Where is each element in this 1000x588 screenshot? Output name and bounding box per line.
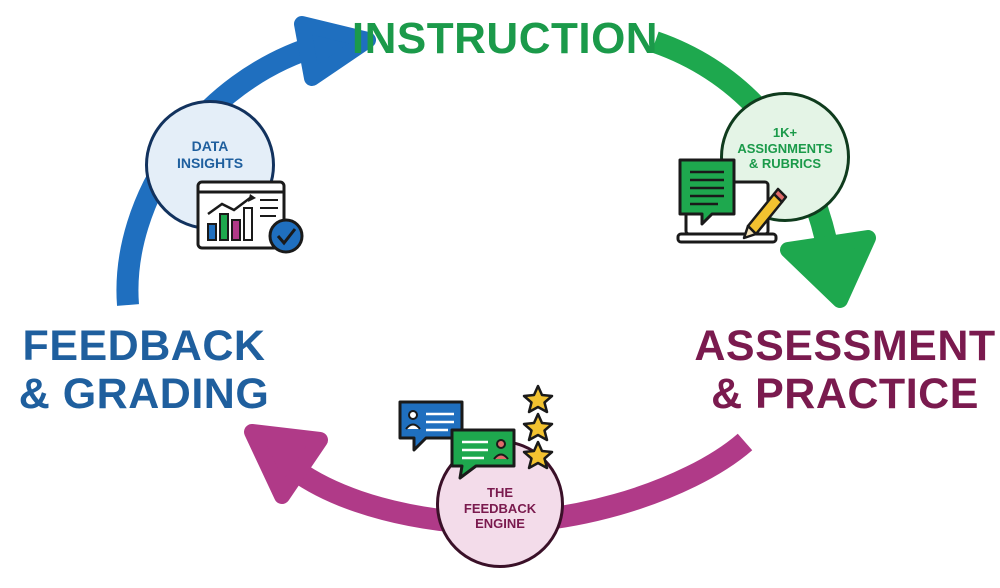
assignments-line3: & RUBRICS bbox=[748, 156, 822, 172]
stage-assessment-line2: & PRACTICE bbox=[711, 370, 979, 419]
pencil-icon bbox=[742, 187, 788, 240]
chart-dashboard-icon bbox=[196, 180, 304, 254]
laptop-document-icon bbox=[676, 158, 788, 244]
data-insights-line1: DATA bbox=[191, 138, 229, 154]
stage-instruction-text: INSTRUCTION bbox=[351, 14, 659, 63]
stage-instruction-label: INSTRUCTION bbox=[350, 14, 660, 63]
chat-bubbles-icon bbox=[398, 400, 516, 480]
stage-assessment-label: ASSESSMENT & PRACTICE bbox=[690, 322, 1000, 418]
stage-assessment-line1: ASSESSMENT bbox=[694, 322, 996, 370]
stage-feedback-line2: & GRADING bbox=[18, 370, 270, 419]
stage-feedback-label: FEEDBACK & GRADING bbox=[8, 322, 280, 418]
assignments-bubble: 1K+ ASSIGNMENTS & RUBRICS bbox=[720, 92, 850, 222]
data-insights-line2: INSIGHTS bbox=[176, 154, 244, 171]
feedback-engine-line2: FEEDBACK bbox=[463, 500, 537, 516]
feedback-engine-line1: THE bbox=[487, 485, 513, 500]
assignments-line1: 1K+ bbox=[772, 125, 798, 140]
stage-feedback-line1: FEEDBACK bbox=[22, 322, 266, 370]
checkmark-badge-icon bbox=[268, 218, 304, 254]
assignments-line2: ASSIGNMENTS bbox=[737, 140, 833, 156]
feedback-engine-line3: ENGINE bbox=[475, 516, 525, 532]
star-rating-icon bbox=[522, 384, 554, 470]
